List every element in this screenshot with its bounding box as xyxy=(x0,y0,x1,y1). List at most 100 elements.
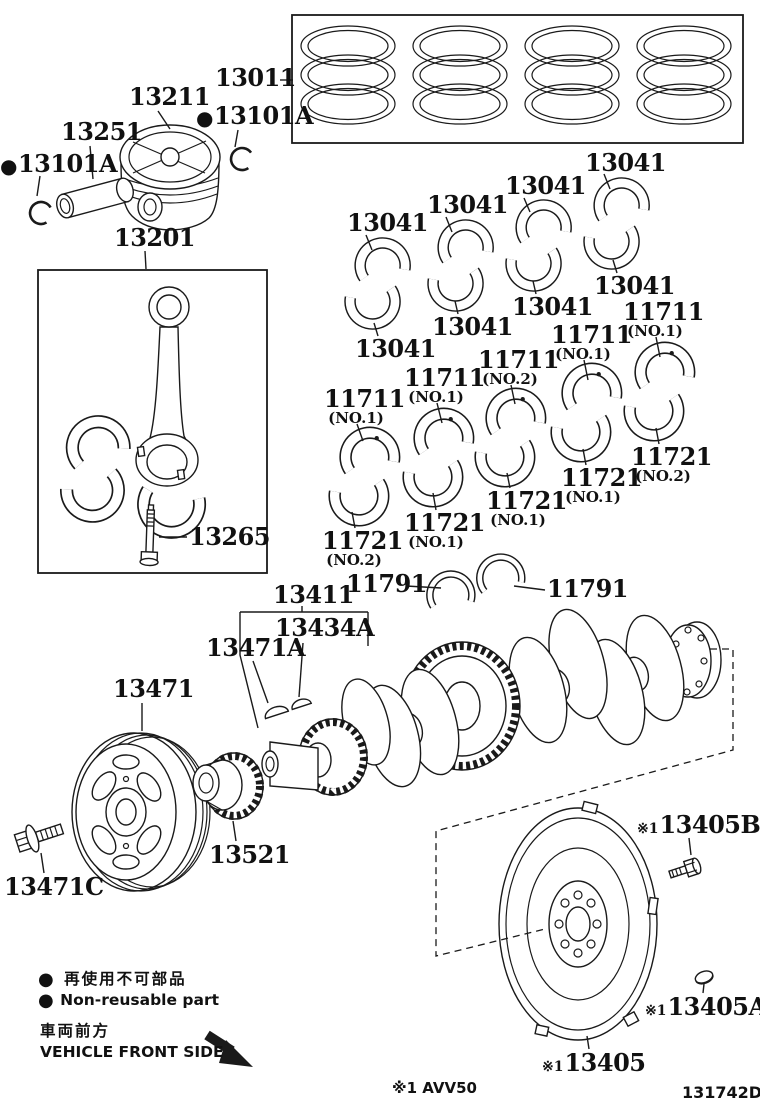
non-reusable-bullet: ● xyxy=(38,969,56,990)
part-label-crankshaft-pulley: 13471 xyxy=(113,674,195,703)
part-label-snap-ring-right: ●13101A xyxy=(196,101,314,130)
position-note: (NO.1) xyxy=(555,345,611,364)
legend-vehicle-front-en: VEHICLE FRONT SIDE xyxy=(40,1043,224,1061)
part-number: 11711 xyxy=(623,297,705,326)
model-code: AVV50 xyxy=(422,1079,477,1097)
part-label-main-bearing-lower-3: 11721(NO.1) xyxy=(486,486,568,530)
part-label-main-bearing-upper-2: 11711(NO.1) xyxy=(404,363,486,407)
part-label-main-bearing-lower-5: 11721(NO.2) xyxy=(631,442,713,486)
part-label-crankshaft-pulley-key: 13471A xyxy=(206,633,306,662)
timing-sprocket-drawing xyxy=(192,752,264,820)
part-number: 13101A xyxy=(213,101,314,130)
crankshaft-pulley-drawing xyxy=(71,732,211,892)
position-note: (NO.1) xyxy=(565,488,621,507)
part-label-crankshaft-pulley-bolt: 13471C xyxy=(4,872,104,901)
part-label-connecting-rod: 13201 xyxy=(114,223,196,252)
part-number: 13405 xyxy=(564,1048,646,1077)
part-label-main-bearing-lower-2: 11721(NO.1) xyxy=(404,508,486,552)
part-label-rod-bearing-3-lower: 13041 xyxy=(512,292,594,321)
part-label-piston-ring-set: 13011 xyxy=(215,63,297,92)
part-label-timing-sprocket: 13521 xyxy=(209,840,291,869)
position-note: (NO.1) xyxy=(627,322,683,341)
part-number: 11721 xyxy=(404,508,486,537)
rod-bearing-pair-2 xyxy=(432,221,490,310)
part-label-flywheel-pin: ※113405A xyxy=(645,992,760,1021)
footnote-mark: ※1 xyxy=(542,1059,564,1075)
piston-ring-set-box xyxy=(291,14,744,144)
part-number: 11721 xyxy=(486,486,568,515)
position-note: (NO.2) xyxy=(635,467,691,486)
part-label-main-bearing-lower-4: 11721(NO.1) xyxy=(561,463,643,507)
piston-pin-drawing xyxy=(56,177,134,219)
legend-text: 再使用不可部品 xyxy=(64,970,187,988)
main-bearing-pair-2 xyxy=(407,409,469,506)
main-bearing-pair-3 xyxy=(479,389,541,486)
position-note: (NO.1) xyxy=(490,511,546,530)
part-number: 13405A xyxy=(667,992,760,1021)
footnote-mark: ※1 xyxy=(392,1079,418,1097)
position-note: (NO.1) xyxy=(408,388,464,407)
part-label-rod-bearing-4-upper: 13041 xyxy=(585,148,667,177)
position-note: (NO.1) xyxy=(408,533,464,552)
part-label-snap-ring-left: ●13101A xyxy=(0,149,118,178)
part-label-piston: 13211 xyxy=(129,82,211,111)
part-label-rod-bearing-4-lower: 13041 xyxy=(594,271,676,300)
part-number: 13405B xyxy=(659,810,760,839)
main-bearing-pair-1 xyxy=(333,428,395,525)
part-label-main-bearing-upper-3: 11711(NO.2) xyxy=(478,347,560,389)
part-number: 13101A xyxy=(17,149,118,178)
connecting-rod-bolt-drawing xyxy=(139,504,159,567)
crankshaft-drawing xyxy=(261,608,722,796)
part-label-thrust-washer-right: 11791 xyxy=(547,574,629,603)
leader-lines xyxy=(36,79,705,1050)
part-label-rod-bearing-1-lower: 13041 xyxy=(355,334,437,363)
part-number: 11721 xyxy=(631,442,713,471)
flywheel-bolt-drawing xyxy=(668,857,702,879)
part-number: 11721 xyxy=(322,526,404,555)
snap-ring-left-drawing xyxy=(28,200,52,226)
legend-non-reusable-en: ● Non-reusable part xyxy=(38,990,219,1011)
assembly-projection-lines xyxy=(435,648,734,957)
main-bearing-pair-5 xyxy=(628,343,690,440)
crankshaft-nose xyxy=(261,741,319,791)
part-number: 11711 xyxy=(404,363,486,392)
non-reusable-bullet: ● xyxy=(196,106,213,130)
position-note: (NO.2) xyxy=(482,370,538,389)
thrust-washer-left-drawing xyxy=(427,571,473,606)
footnote-mark: ※1 xyxy=(645,1003,667,1019)
part-label-connecting-rod-bolt: 13265 xyxy=(189,522,271,551)
rod-bearing-pair-4 xyxy=(588,179,646,268)
part-label-crankshaft: 13411 xyxy=(273,580,355,609)
part-number: 11721 xyxy=(561,463,643,492)
drawing-code: 131742D xyxy=(682,1083,760,1102)
part-number: 11711 xyxy=(551,320,633,349)
part-label-rod-bearing-2-upper: 13041 xyxy=(427,190,509,219)
legend-vehicle-front-jp: 車両前方 xyxy=(40,1022,111,1040)
vehicle-front-arrow xyxy=(204,1030,253,1067)
legend-non-reusable-jp: ● 再使用不可部品 xyxy=(38,967,187,990)
non-reusable-bullet: ● xyxy=(38,990,54,1011)
connecting-rod-box xyxy=(37,269,268,574)
non-reusable-bullet: ● xyxy=(0,154,17,178)
legend-text: Non-reusable part xyxy=(60,991,220,1009)
position-note: (NO.2) xyxy=(326,551,382,570)
crankshaft-pulley-bolt-drawing xyxy=(13,823,65,853)
part-label-rod-bearing-2-lower: 13041 xyxy=(432,312,514,341)
part-label-main-bearing-upper-5: 11711(NO.1) xyxy=(623,297,705,341)
part-label-flywheel: ※113405 xyxy=(542,1048,646,1077)
crankshaft-pulley-key-drawing xyxy=(264,705,290,720)
rod-bearing-pair-1 xyxy=(349,239,407,328)
position-note: (NO.1) xyxy=(328,409,384,428)
part-label-main-bearing-upper-1: 11711(NO.1) xyxy=(324,384,406,428)
part-label-rod-bearing-1-upper: 13041 xyxy=(347,208,429,237)
part-number: 11711 xyxy=(324,384,406,413)
part-label-rod-bearing-3-upper: 13041 xyxy=(505,171,587,200)
piston-drawing xyxy=(119,124,221,231)
main-bearing-pair-4 xyxy=(555,364,617,461)
flywheel-drawing xyxy=(498,800,659,1041)
crankshaft-key-drawing xyxy=(291,698,313,711)
footnote-model: ※1 AVV50 xyxy=(392,1079,477,1097)
flywheel-pin-drawing xyxy=(694,970,714,985)
